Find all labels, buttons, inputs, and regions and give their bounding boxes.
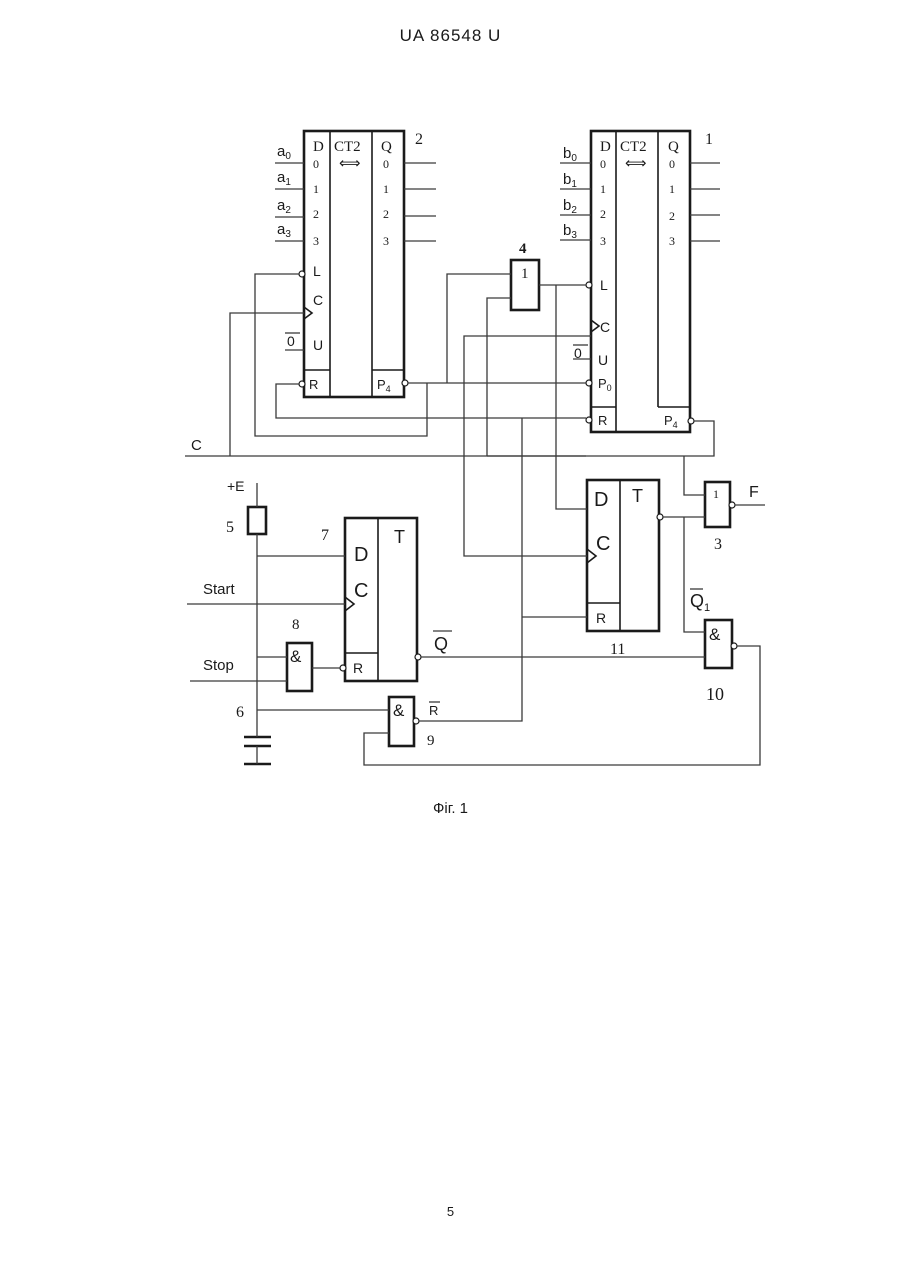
gate-9-symbol: &: [393, 701, 405, 720]
counter-2-pin-q0: 0: [383, 157, 389, 171]
counter-2-u-level: 0: [287, 333, 295, 349]
gate-8: & 8: [287, 617, 312, 691]
counter-2-ref: 2: [415, 131, 423, 148]
gate-10-ref: 10: [706, 684, 724, 704]
counter-1-u-pin: U: [598, 352, 608, 368]
counter-2-input-a2: a2: [277, 197, 291, 216]
gate-8-ref: 8: [292, 617, 300, 633]
counter-2-l-pin: L: [313, 263, 321, 279]
gate-4: 1 4: [511, 241, 539, 310]
gate-3: 1 F 3: [705, 482, 765, 553]
counter-2-u-pin: U: [313, 337, 323, 353]
counter-1-pin-d0: 0: [600, 157, 606, 171]
trigger-11-c-pin: C: [596, 533, 610, 555]
gate-4-symbol: 1: [521, 266, 529, 282]
counter-2-pin-d1: 1: [313, 182, 319, 196]
counter-1-pin-d2: 2: [600, 207, 606, 221]
counter-2-func: CT2: [334, 139, 361, 155]
counter-1: D CT2 ⟺ Q 0 1 2 3 0 1 2 3 L C U P0 R P4 …: [560, 131, 720, 432]
counter-2-pin-q3: 3: [383, 234, 389, 248]
resistor-5-body: [248, 507, 266, 534]
capacitor-6-ref: 6: [236, 704, 244, 721]
trigger-7-ref: 7: [321, 527, 329, 544]
counter-2-pin-d3: 3: [313, 234, 319, 248]
counter-1-c-pin: C: [600, 319, 610, 335]
trigger-11-t-label: T: [632, 486, 643, 506]
page-number: 5: [0, 1204, 901, 1219]
counter-1-p4-pin: P4: [664, 413, 678, 430]
trigger-11-d-pin: D: [594, 489, 608, 511]
counter-2-pin-d2: 2: [313, 207, 319, 221]
counter-1-input-b2: b2: [563, 197, 577, 216]
gate-8-symbol: &: [290, 647, 302, 666]
counter-1-pin-d3: 3: [600, 234, 606, 248]
trigger-11-r-pin: R: [596, 610, 606, 626]
counter-1-pin-q0: 0: [669, 157, 675, 171]
counter-1-pin-d1: 1: [600, 182, 606, 196]
counter-1-func: CT2: [620, 139, 647, 155]
resistor-5: +E 5: [226, 478, 266, 536]
gate-3-symbol: 1: [713, 487, 719, 501]
resistor-5-ref: 5: [226, 519, 234, 536]
counter-2: D CT2 ⟺ Q 0 1 2 3 0 1 2 3 L C U R P4 2 a…: [275, 131, 436, 397]
counter-1-input-b3: b3: [563, 222, 577, 241]
counter-2-input-a1: a1: [277, 169, 291, 188]
counter-1-q-label: Q: [668, 139, 679, 155]
gate-9: & 9 R: [389, 697, 440, 749]
counter-2-dir-arrow: ⟺: [339, 156, 361, 172]
counter-2-pin-q2: 2: [383, 207, 389, 221]
counter-1-l-pin: L: [600, 277, 608, 293]
gate-4-ref: 4: [519, 241, 527, 257]
trigger-11: D C T R 11 Q1: [587, 480, 710, 658]
counter-1-p0-pin: P0: [598, 376, 612, 393]
wiring: [185, 274, 760, 765]
gate-10: & 10: [705, 620, 737, 704]
trigger-7-t-label: T: [394, 527, 405, 547]
counter-2-input-a3: a3: [277, 221, 291, 240]
trigger-11-ref: 11: [610, 641, 625, 658]
counter-2-c-pin: C: [313, 292, 323, 308]
figure-caption: Фіг. 1: [0, 800, 901, 817]
clock-label: C: [191, 437, 202, 454]
counter-2-input-a0: a0: [277, 143, 291, 162]
gate-3-ref: 3: [714, 536, 722, 553]
counter-1-r-pin: R: [598, 413, 607, 428]
trigger-7-c-pin: C: [354, 580, 368, 602]
counter-2-p4-pin: P4: [377, 377, 391, 394]
trigger-7-r-pin: R: [353, 660, 363, 676]
trigger-11-q1-label: Q1: [690, 591, 710, 614]
stop-label: Stop: [203, 657, 234, 674]
gate-10-symbol: &: [709, 625, 721, 644]
counter-1-pin-q1: 1: [669, 182, 675, 196]
counter-1-pin-q3: 3: [669, 234, 675, 248]
counter-1-ref: 1: [705, 131, 713, 148]
counter-2-d-label: D: [313, 139, 324, 155]
gate-3-output-f: F: [749, 484, 759, 501]
capacitor-6: 6: [236, 704, 271, 764]
counter-1-input-b0: b0: [563, 145, 577, 164]
counter-2-r-pin: R: [309, 377, 318, 392]
gate-9-rbar-label: R: [429, 703, 438, 718]
gate-9-ref: 9: [427, 733, 435, 749]
counter-1-pin-q2: 2: [669, 209, 675, 223]
counter-1-dir-arrow: ⟺: [625, 156, 647, 172]
counter-1-d-label: D: [600, 139, 611, 155]
counter-2-pin-q1: 1: [383, 182, 389, 196]
trigger-7-d-pin: D: [354, 544, 368, 566]
trigger-7-qbar-label: Q: [434, 634, 448, 654]
counter-1-input-b1: b1: [563, 171, 577, 190]
counter-2-pin-d0: 0: [313, 157, 319, 171]
supply-label: +E: [227, 478, 245, 494]
counter-2-q-label: Q: [381, 139, 392, 155]
start-label: Start: [203, 581, 236, 598]
